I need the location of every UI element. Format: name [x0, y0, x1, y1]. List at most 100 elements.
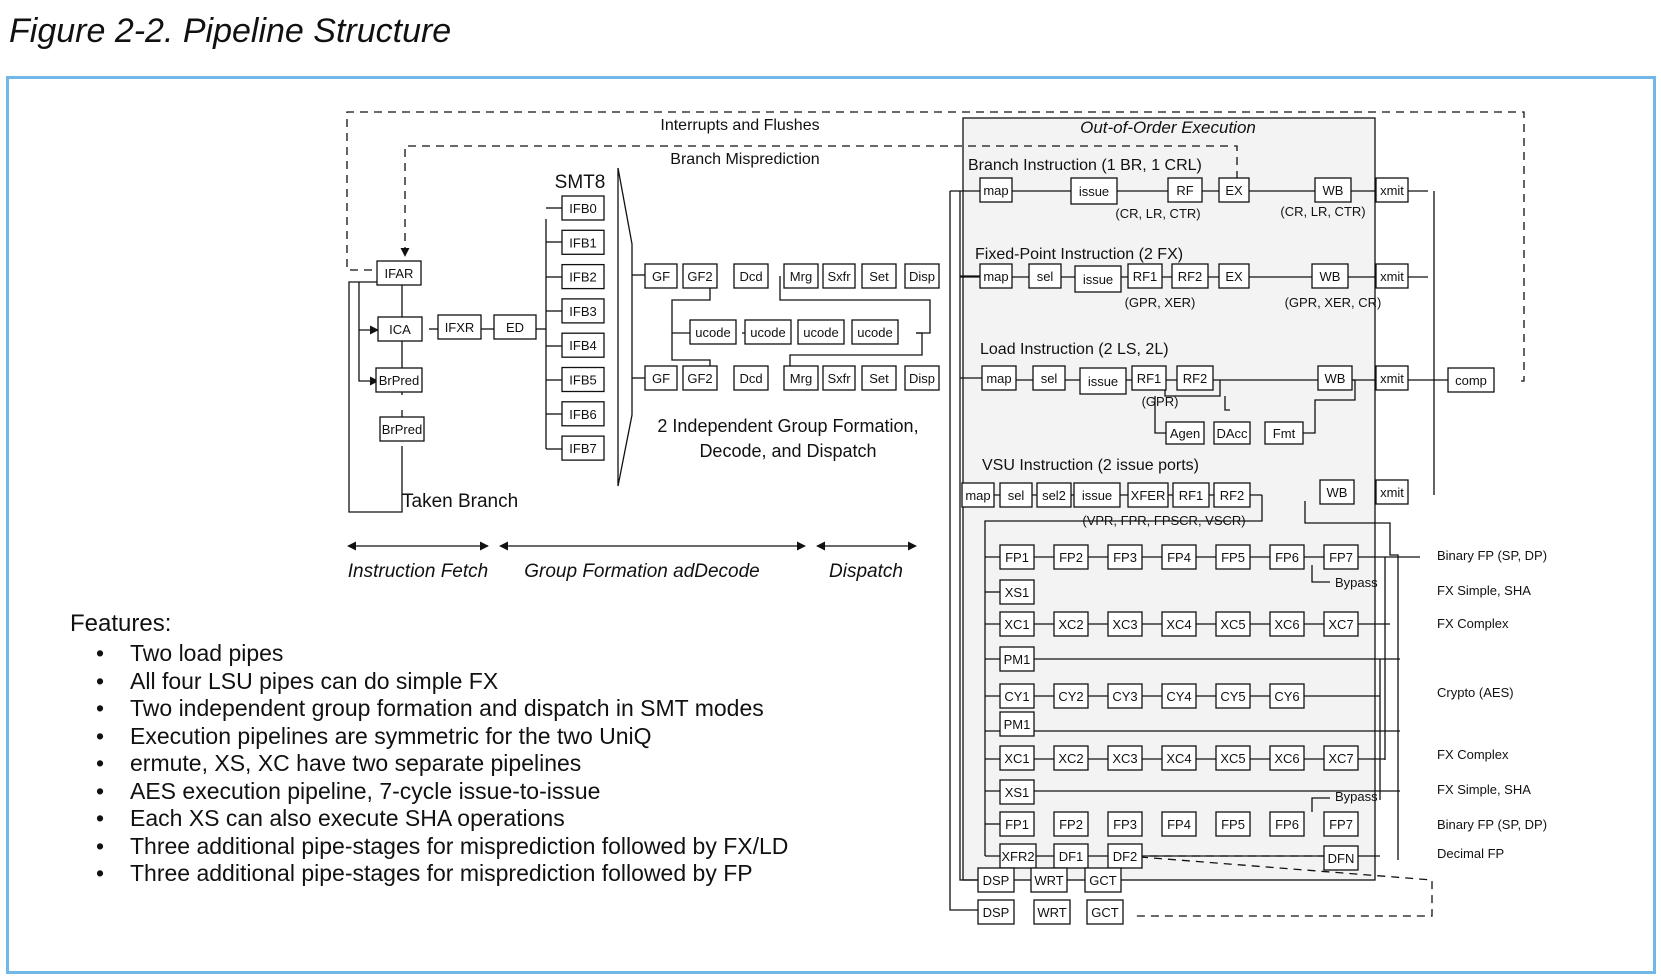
stage-box-label: GF — [652, 371, 670, 386]
vpr-label: (VPR, FPR, FPSCR, VSCR) — [1082, 513, 1245, 528]
stage-box-fp1: FP1 — [999, 811, 1035, 837]
interrupts-label: Interrupts and Flushes — [660, 117, 819, 134]
stage-box-xc3: XC3 — [1107, 611, 1143, 637]
taken-branch-label: Taken Branch — [402, 491, 518, 512]
side-label: FX Complex — [1437, 616, 1509, 631]
stage-box-issue: issue — [1079, 367, 1127, 395]
stage-box-label: XC2 — [1058, 751, 1083, 766]
stage-box-xc7: XC7 — [1323, 745, 1359, 771]
stage-box-sxfr: Sxfr — [822, 365, 856, 391]
stage-box-cy5: CY5 — [1215, 683, 1251, 709]
stage-box-label: sel — [1008, 488, 1025, 503]
mux-shape — [617, 167, 633, 487]
stage-box-set: Set — [861, 365, 897, 391]
stage-box-label: FP6 — [1275, 550, 1299, 565]
group-formation-line1: 2 Independent Group Formation, — [657, 416, 918, 436]
stage-box-mrg: Mrg — [783, 263, 819, 289]
stage-box-fp4: FP4 — [1161, 544, 1197, 570]
stage-box-ifb4: IFB4 — [561, 332, 605, 358]
stage-box-cy6: CY6 — [1269, 683, 1305, 709]
stage-box-wb: WB — [1314, 177, 1352, 203]
stage-box-label: CY4 — [1166, 689, 1191, 704]
stage-box-label: BrPred — [379, 373, 419, 388]
stage-box-xs1: XS1 — [999, 779, 1035, 805]
stage-box-label: GF — [652, 269, 670, 284]
stage-box-dsp: DSP — [977, 899, 1015, 925]
stage-box-label: FP5 — [1221, 817, 1245, 832]
stage-box-label: FP7 — [1329, 817, 1353, 832]
stage-box-label: XC6 — [1274, 751, 1299, 766]
stage-box-disp: Disp — [904, 365, 940, 391]
stage-box-ifb0: IFB0 — [561, 195, 605, 221]
stage-box-label: FP4 — [1167, 550, 1191, 565]
bypass-label-bottom: Bypass — [1335, 789, 1378, 804]
stage-box-ucode: ucode — [689, 319, 737, 345]
stage-box-fp3: FP3 — [1107, 544, 1143, 570]
stage-box-label: XC1 — [1004, 617, 1029, 632]
stage-box-pm1: PM1 — [999, 646, 1035, 672]
stage-box-label: BrPred — [382, 422, 422, 437]
stage-box-label: Dcd — [739, 269, 762, 284]
stage-box-label: GCT — [1091, 905, 1119, 920]
stage-box-fp2: FP2 — [1053, 811, 1089, 837]
stage-box-label: comp — [1455, 373, 1487, 388]
stage-box-dacc: DAcc — [1213, 421, 1251, 445]
stage-box-label: PM1 — [1004, 652, 1031, 667]
feature-item: Two load pipes — [96, 640, 788, 668]
stage-box-label: ucode — [803, 325, 838, 340]
stage-box-label: FP1 — [1005, 817, 1029, 832]
stage-box-label: Set — [869, 269, 889, 284]
stage-box-label: DF2 — [1113, 849, 1138, 864]
stage-box-ex: EX — [1218, 177, 1250, 203]
stage-box-label: IFB1 — [569, 235, 596, 250]
stage-group-label: Group Formation adDecode — [524, 561, 760, 582]
stage-box-xc2: XC2 — [1053, 611, 1089, 637]
stage-box-fp1: FP1 — [999, 544, 1035, 570]
stage-box-label: XC2 — [1058, 617, 1083, 632]
stage-box-rf2: RF2 — [1176, 365, 1214, 391]
stage-box-set: Set — [861, 263, 897, 289]
stage-box-label: RF1 — [1179, 488, 1204, 503]
branch-mispred-label: Branch Misprediction — [670, 151, 819, 168]
stage-box-label: FP5 — [1221, 550, 1245, 565]
stage-box-label: FP2 — [1059, 817, 1083, 832]
stage-box-ica: ICA — [377, 316, 423, 342]
side-label: FX Simple, SHA — [1437, 583, 1531, 598]
stage-box-label: map — [983, 269, 1008, 284]
stage-box-ifb5: IFB5 — [561, 366, 605, 393]
stage-box-fp6: FP6 — [1269, 544, 1305, 570]
stage-box-label: sel — [1037, 269, 1054, 284]
stage-box-label: IFB3 — [569, 304, 596, 319]
stage-box-label: IFB5 — [569, 373, 596, 388]
stage-box-gf2: GF2 — [682, 365, 718, 391]
stage-fetch-label: Instruction Fetch — [348, 561, 488, 582]
stage-box-label: Mrg — [790, 269, 812, 284]
stage-box-label: ICA — [389, 322, 411, 337]
stage-box-cy4: CY4 — [1161, 683, 1197, 709]
stage-box-xc6: XC6 — [1269, 611, 1305, 637]
stage-box-cy2: CY2 — [1053, 683, 1089, 709]
stage-box-ucode: ucode — [851, 319, 899, 345]
stage-box-label: CY3 — [1112, 689, 1137, 704]
stage-box-ifxr: IFXR — [437, 314, 482, 340]
stage-box-rf1: RF1 — [1127, 263, 1163, 289]
gpr-xer-label: (GPR, XER) — [1125, 295, 1196, 310]
stage-box-label: RF1 — [1137, 371, 1162, 386]
stage-box-label: XS1 — [1005, 785, 1030, 800]
cr-lr-ctr-label-1: (CR, LR, CTR) — [1115, 206, 1200, 221]
stage-box-ifb2: IFB2 — [561, 263, 605, 290]
stage-box-label: GCT — [1089, 873, 1117, 888]
stage-box-df2: DF2 — [1107, 843, 1143, 869]
stage-box-label: DF1 — [1059, 849, 1084, 864]
stage-box-rf2: RF2 — [1171, 263, 1209, 289]
stage-box-fp7: FP7 — [1323, 544, 1359, 570]
stage-box-label: Disp — [909, 269, 935, 284]
feature-item: Three additional pipe-stages for mispred… — [96, 833, 788, 861]
stage-box-label: CY1 — [1004, 689, 1029, 704]
side-label: Decimal FP — [1437, 846, 1504, 861]
stage-box-label: issue — [1088, 374, 1118, 389]
stage-box-label: FP4 — [1167, 817, 1191, 832]
features-list: Two load pipes All four LSU pipes can do… — [70, 640, 788, 888]
stage-box-wb: WB — [1311, 263, 1349, 289]
